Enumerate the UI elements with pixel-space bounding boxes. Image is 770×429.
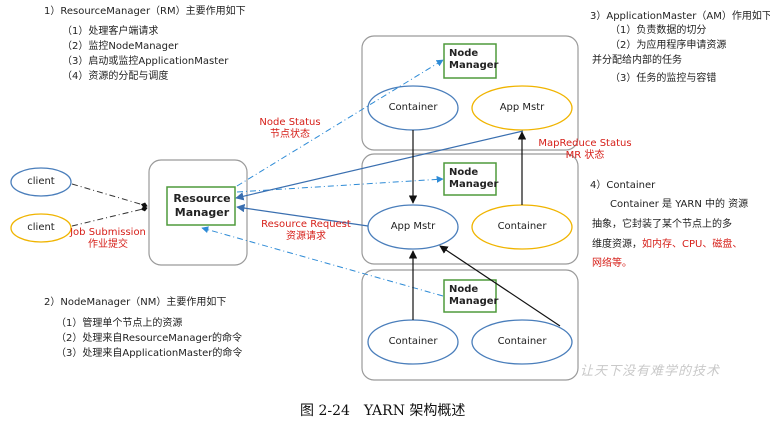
container-notes-line-1: Container 是 YARN 中的 资源 bbox=[610, 199, 749, 210]
watermark: 让天下没有难学的技术 bbox=[580, 364, 721, 379]
container-label-top: Container bbox=[388, 102, 438, 113]
rm-notes-item-3: （3）启动或监控ApplicationMaster bbox=[62, 56, 229, 67]
nm-bot-line-2: Manager bbox=[449, 296, 499, 307]
job-submission-label: Job Submission 作业提交 bbox=[68, 227, 148, 251]
resource-manager-label: Resource Manager bbox=[172, 192, 232, 220]
container-label-bottom-left: Container bbox=[388, 336, 438, 347]
container-notes-title: 4）Container bbox=[590, 180, 656, 191]
job-submission-zh: 作业提交 bbox=[88, 239, 128, 250]
container-label-middle: Container bbox=[497, 221, 547, 232]
am-notes-line-2a: （2）为应用程序申请资源 bbox=[610, 40, 727, 51]
node-manager-box-top bbox=[443, 43, 497, 79]
nm-mid-line-2: Manager bbox=[449, 179, 499, 190]
app-mstr-label-top: App Mstr bbox=[499, 102, 545, 113]
app-mstr-ellipse-middle bbox=[367, 204, 459, 250]
resource-request-en: Resource Request bbox=[261, 219, 351, 230]
container-label-bottom-right: Container bbox=[497, 336, 547, 347]
nm-notes-item-3: （3）处理来自ApplicationMaster的命令 bbox=[56, 348, 243, 359]
nm-top-line-2: Manager bbox=[449, 60, 499, 71]
rm-notes-item-4: （4）资源的分配与调度 bbox=[62, 71, 169, 82]
rm-to-nm-top-dashed bbox=[236, 59, 444, 187]
client-label-1: client bbox=[27, 176, 55, 187]
app-mstr-ellipse-top bbox=[471, 85, 573, 131]
app-mstr-label-middle: App Mstr bbox=[390, 221, 436, 232]
node-status-zh: 节点状态 bbox=[270, 129, 310, 140]
mr-status-label: MapReduce Status MR 状态 bbox=[525, 138, 645, 162]
container-notes-line-2: 抽象，它封装了某个节点上的多 bbox=[592, 219, 732, 230]
app-mstr-to-rm-arrow bbox=[235, 130, 524, 201]
container-notes-line-4: 网络等。 bbox=[592, 258, 632, 269]
container-notes-line-3b: 如内存、CPU、磁盘、 bbox=[642, 239, 743, 250]
container-br-to-app-mstr bbox=[439, 245, 561, 327]
job-submission-en: Job Submission bbox=[70, 227, 146, 238]
am-notes-line-3: （3）任务的监控与容错 bbox=[610, 73, 717, 84]
rm-line-1: Resource bbox=[173, 192, 231, 205]
am-notes-title: 3）ApplicationMaster（AM）作用如下 bbox=[590, 11, 770, 22]
container-notes-line-3: 维度资源，如内存、CPU、磁盘、 bbox=[592, 238, 742, 252]
resource-request-arrow bbox=[236, 203, 369, 227]
am-notes-line-2b: 并分配给内部的任务 bbox=[592, 55, 682, 66]
mr-status-zh: MR 状态 bbox=[565, 150, 605, 161]
container-notes-line-3a: 维度资源， bbox=[592, 239, 642, 250]
nm-bottom-to-rm-dashed bbox=[201, 226, 444, 297]
node-manager-label-middle: Node Manager bbox=[449, 167, 498, 191]
rm-notes-title: 1）ResourceManager（RM）主要作用如下 bbox=[44, 6, 246, 17]
rm-to-nm-middle-dashed bbox=[236, 175, 444, 193]
node-manager-box-bottom bbox=[443, 279, 497, 313]
nm-bot-line-1: Node bbox=[449, 284, 479, 295]
rm-notes-item-2: （2）监控NodeManager bbox=[62, 41, 179, 52]
nm-mid-line-1: Node bbox=[449, 167, 479, 178]
mr-status-en: MapReduce Status bbox=[538, 138, 632, 149]
nm-notes-item-1: （1）管理单个节点上的资源 bbox=[56, 318, 183, 329]
resource-request-label: Resource Request 资源请求 bbox=[256, 219, 356, 243]
rm-line-2: Manager bbox=[174, 206, 230, 219]
nm-notes-title: 2）NodeManager（NM）主要作用如下 bbox=[44, 297, 227, 308]
nm-top-line-1: Node bbox=[449, 48, 479, 59]
node-status-en: Node Status bbox=[259, 117, 321, 128]
resource-request-zh: 资源请求 bbox=[286, 231, 326, 242]
am-notes-line-1: （1）负责数据的切分 bbox=[610, 25, 707, 36]
container-ellipse-bottom-right bbox=[471, 319, 573, 365]
job-submission-arrow-2 bbox=[71, 205, 148, 227]
figure-caption: 图 2-24 YARN 架构概述 bbox=[300, 403, 466, 419]
node-status-label: Node Status 节点状态 bbox=[250, 117, 330, 141]
node-manager-label-top: Node Manager bbox=[449, 48, 498, 72]
node-manager-label-bottom: Node Manager bbox=[449, 284, 498, 308]
resource-manager-box bbox=[166, 186, 236, 226]
node-manager-box-middle bbox=[443, 162, 497, 196]
client-ellipse-1 bbox=[10, 167, 72, 197]
job-submission-arrow-1 bbox=[71, 183, 148, 208]
rm-notes-item-1: （1）处理客户端请求 bbox=[62, 26, 159, 37]
client-label-2: client bbox=[27, 222, 55, 233]
nm-notes-item-2: （2）处理来自ResourceManager的命令 bbox=[56, 333, 243, 344]
client-ellipse-2 bbox=[10, 213, 72, 243]
